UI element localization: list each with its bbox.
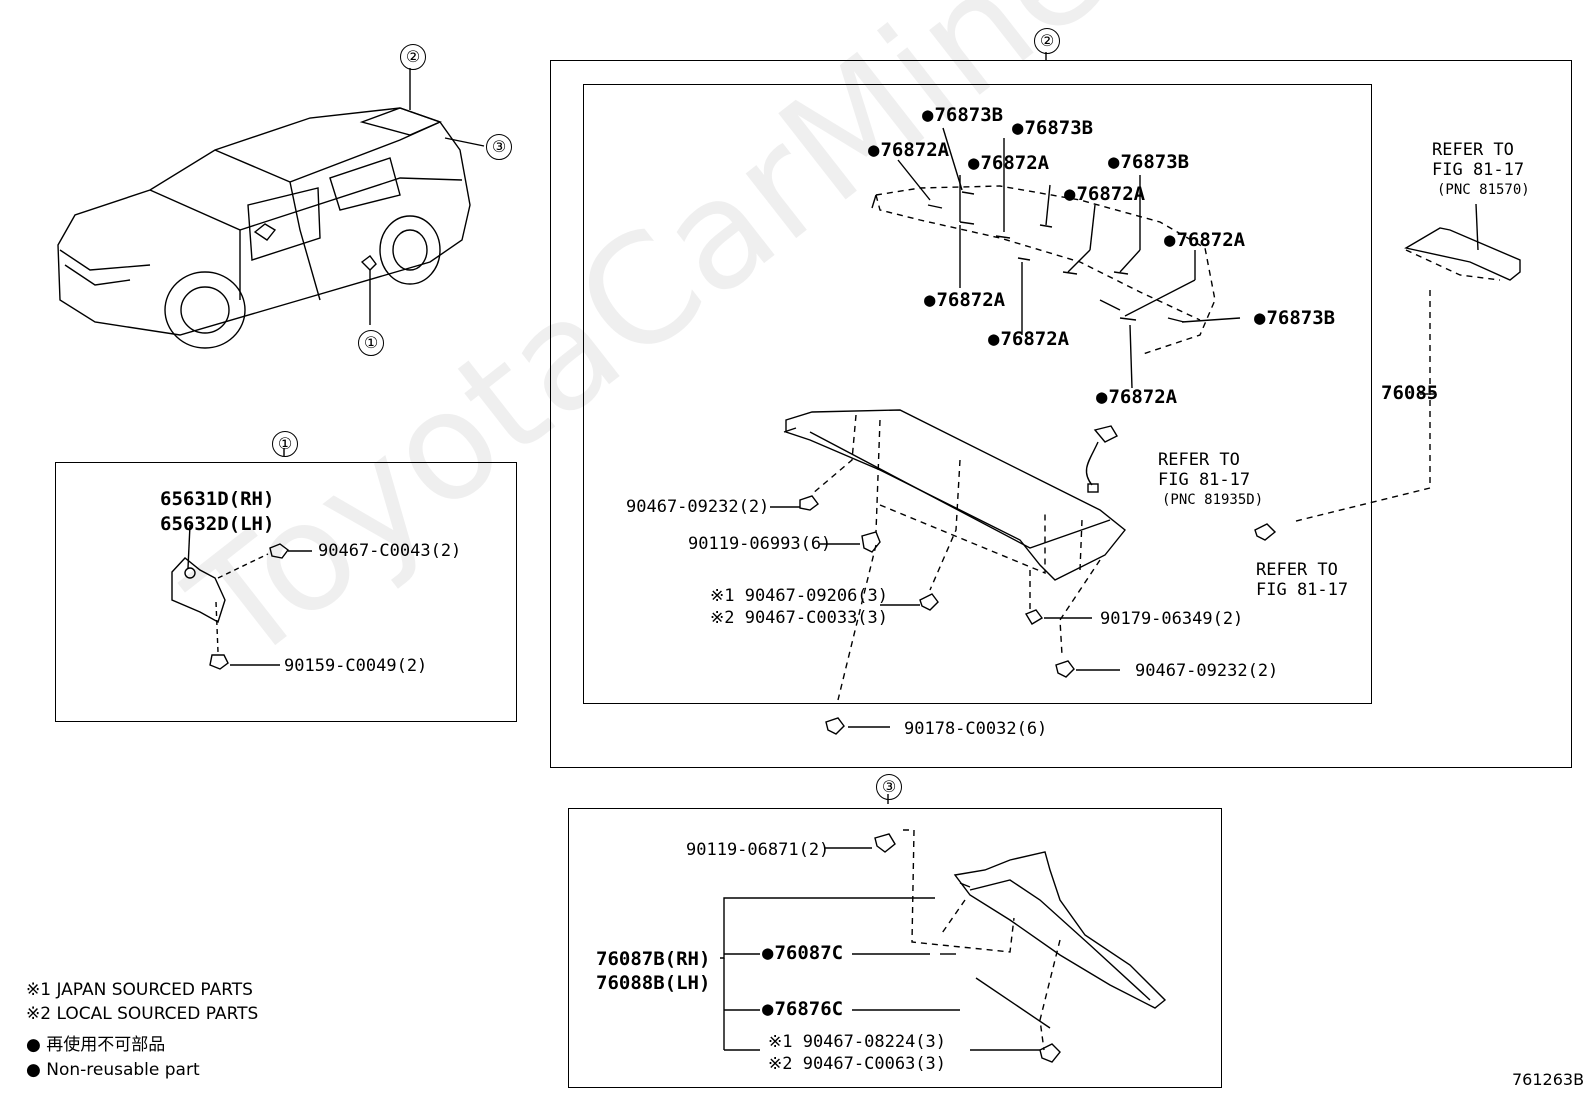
part-90467-09232-lower: 90467-09232(2) [1135,661,1279,681]
part-76873B-3: 76873B [1108,153,1189,172]
vehicle-overview-illustration [57,68,485,349]
section-2-outer-frame [550,60,1572,768]
part-76873B-2: 76873B [1012,119,1093,138]
part-90467-09232-upper: 90467-09232(2) [626,497,770,517]
section-1-callout: ① [272,431,298,457]
overview-callout-2: ② [400,44,426,70]
part-76087C: 76087C [762,944,843,963]
part-76873B-4: 76873B [1254,309,1335,328]
legend-non-reusable-en: ● Non-reusable part [26,1060,200,1080]
part-65631D: 65631D(RH) [160,488,275,510]
section-3-callout: ③ [876,774,902,800]
part-90467-C0043: 90467-C0043(2) [318,541,462,561]
part-90119-06993: 90119-06993(6) [688,534,832,554]
part-76872A-2: 76872A [968,154,1049,173]
part-90119-06871: 90119-06871(2) [686,840,830,860]
part-65632D: 65632D(LH) [160,513,275,535]
overview-callout-1: ① [358,330,384,356]
overview-callout-3: ③ [486,134,512,160]
refer-81935D-line2: FIG 81-17 [1158,470,1251,490]
section-2-inner-frame [583,84,1372,704]
legend-non-reusable-jp: ● 再使用不可部品 [26,1035,166,1055]
part-90467-C0063: ※2 90467-C0063(3) [768,1054,947,1074]
section-3-frame [568,808,1222,1088]
part-90159-C0049: 90159-C0049(2) [284,656,428,676]
part-90467-08224: ※1 90467-08224(3) [768,1032,947,1052]
part-76872A-6: 76872A [988,330,1069,349]
refer-81570-line3: (PNC 81570) [1437,182,1530,198]
refer-81570-line1: REFER TO [1432,140,1514,160]
part-76085: 76085 [1381,382,1439,404]
section-1-illustration [171,448,312,670]
part-76872A-3: 76872A [1064,185,1145,204]
refer-81935D-line1: REFER TO [1158,450,1240,470]
section-3-illustration [720,794,1167,1063]
part-76087B: 76087B(RH) [596,948,711,970]
section-2-illustration [770,52,1521,735]
part-90467-C0033: ※2 90467-C0033(3) [710,608,889,628]
legend-note-japan: ※1 JAPAN SOURCED PARTS [26,980,253,1000]
part-76872A-1: 76872A [868,141,949,160]
part-90467-09206: ※1 90467-09206(3) [710,586,889,606]
part-90178-C0032: 90178-C0032(6) [904,719,1048,739]
diagram-number: 761263B [1512,1070,1585,1089]
part-76872A-5: 76872A [924,291,1005,310]
refer-bolt-line2: FIG 81-17 [1256,580,1349,600]
part-90179-06349: 90179-06349(2) [1100,609,1244,629]
part-76876C: 76876C [762,1000,843,1019]
part-76873B-1: 76873B [922,106,1003,125]
part-76872A-4: 76872A [1164,231,1245,250]
refer-bolt-line1: REFER TO [1256,560,1338,580]
refer-81570-line2: FIG 81-17 [1432,160,1525,180]
section-2-callout: ② [1034,28,1060,54]
part-76088B: 76088B(LH) [596,972,711,994]
section-1-frame [55,462,517,722]
refer-81935D-line3: (PNC 81935D) [1162,492,1264,508]
legend-note-local: ※2 LOCAL SOURCED PARTS [26,1004,259,1024]
part-76872A-7: 76872A [1096,388,1177,407]
